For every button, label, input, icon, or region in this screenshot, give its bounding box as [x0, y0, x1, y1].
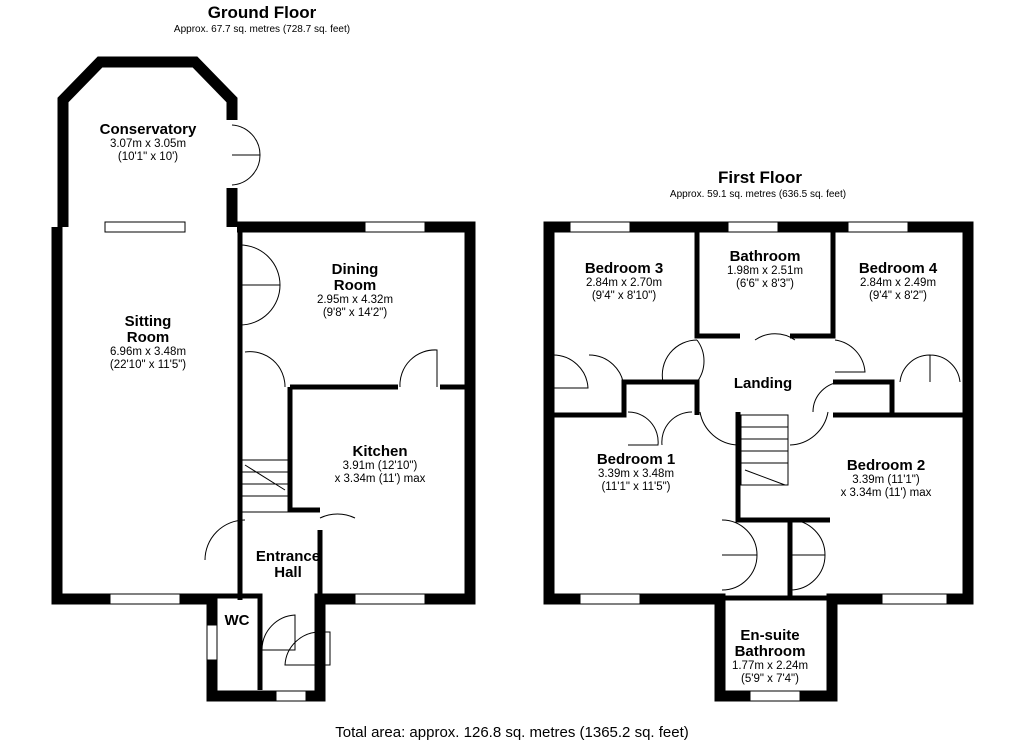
room-name: Sitting: [124, 313, 172, 330]
ground-floor-outline: [51, 221, 476, 702]
room-bedroom-1: Bedroom 1 3.39m x 3.48m (11'1" x 11'5"): [597, 452, 675, 494]
room-bathroom: Bathroom 1.98m x 2.51m (6'6" x 8'3"): [727, 249, 803, 291]
room-dims: 6.96m x 3.48m: [109, 346, 187, 358]
room-dims-imperial: (9'4" x 8'2"): [869, 290, 927, 302]
room-bedroom-2: Bedroom 2 3.39m (11'1") x 3.34m (11') ma…: [841, 458, 932, 500]
door-swings: [204, 124, 961, 666]
room-entrance-hall: Entrance Hall: [256, 549, 320, 581]
room-dims: 3.39m (11'1"): [852, 474, 920, 486]
room-dims: 2.95m x 4.32m: [316, 294, 394, 306]
room-dims-imperial: (5'9" x 7'4"): [741, 673, 799, 685]
room-name: Landing: [733, 375, 793, 392]
room-name: Bedroom 1: [596, 451, 676, 468]
room-name: Bathroom: [729, 248, 801, 265]
room-name-line2: Room: [126, 329, 170, 346]
room-dims-imperial: (11'1" x 11'5"): [601, 481, 671, 493]
room-name: En-suite: [740, 627, 800, 644]
room-dims-imperial: (9'4" x 8'10"): [591, 290, 657, 302]
room-wc: WC: [225, 613, 250, 629]
room-name: WC: [224, 612, 250, 629]
first-floor-title: First Floor: [717, 168, 803, 187]
room-dims: 3.07m x 3.05m: [109, 138, 187, 150]
room-name: Bedroom 3: [584, 260, 664, 277]
total-area: Total area: approx. 126.8 sq. metres (13…: [335, 724, 689, 741]
room-kitchen: Kitchen 3.91m (12'10") x 3.34m (11') max: [335, 444, 426, 486]
room-dims: 3.39m x 3.48m: [597, 468, 675, 480]
room-name-line2: Bathroom: [734, 643, 806, 660]
room-dims-imperial: (6'6" x 8'3"): [736, 278, 794, 290]
ground-floor-title: Ground Floor: [207, 3, 317, 22]
room-dims-imperial: x 3.34m (11') max: [840, 487, 932, 499]
room-name-line2: Hall: [274, 564, 302, 581]
windows: [104, 221, 948, 702]
room-bedroom-3: Bedroom 3 2.84m x 2.70m (9'4" x 8'10"): [585, 261, 663, 303]
room-bedroom-4: Bedroom 4 2.84m x 2.49m (9'4" x 8'2"): [859, 261, 937, 303]
room-dims-imperial: (22'10" x 11'5"): [109, 359, 187, 371]
conservatory-walls: [57, 56, 238, 227]
room-dims: 1.77m x 2.24m: [731, 660, 809, 672]
room-conservatory: Conservatory 3.07m x 3.05m (10'1" x 10'): [100, 122, 197, 164]
room-name: Bedroom 4: [858, 260, 938, 277]
room-name: Bedroom 2: [846, 457, 926, 474]
stairs: [241, 414, 789, 513]
room-dims: 1.98m x 2.51m: [726, 265, 804, 277]
room-dims: 2.84m x 2.70m: [585, 277, 663, 289]
room-dims-imperial: (9'8" x 14'2"): [322, 307, 388, 319]
room-name: Dining: [331, 261, 379, 278]
room-name: Entrance: [255, 548, 321, 565]
room-dims-imperial: (10'1" x 10'): [117, 151, 179, 163]
room-name: Conservatory: [99, 121, 197, 138]
first-floor-area: Approx. 59.1 sq. metres (636.5 sq. feet): [669, 189, 847, 200]
room-name-line2: Room: [333, 277, 377, 294]
room-dims: 2.84m x 2.49m: [859, 277, 937, 289]
room-sitting-room: Sitting Room 6.96m x 3.48m (22'10" x 11'…: [110, 314, 186, 372]
room-dims-imperial: x 3.34m (11') max: [334, 473, 426, 485]
room-name: Kitchen: [352, 443, 408, 460]
ground-floor-area: Approx. 67.7 sq. metres (728.7 sq. feet): [173, 24, 351, 35]
room-dining-room: Dining Room 2.95m x 4.32m (9'8" x 14'2"): [317, 262, 393, 320]
room-ensuite-bathroom: En-suite Bathroom 1.77m x 2.24m (5'9" x …: [732, 628, 808, 686]
room-dims: 3.91m (12'10"): [342, 460, 418, 472]
room-landing: Landing: [734, 376, 792, 392]
